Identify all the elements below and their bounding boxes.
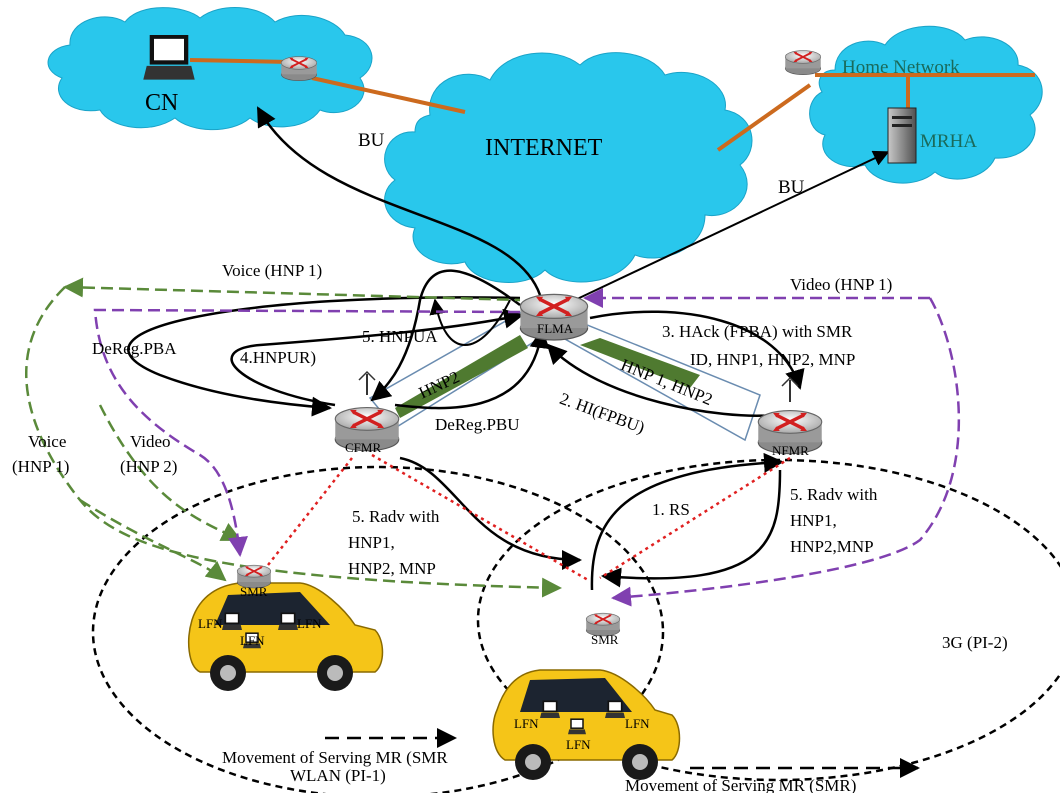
internet-home-router-link [716,83,812,152]
video-left-label-1: Video [130,432,171,451]
video-hnp1-top [611,297,961,607]
hnpur-label: 4.HNPUR) [240,348,316,367]
hack-arrow [589,310,805,390]
flma-label: FLMA [537,321,574,336]
voice-left-label-1: Voice [28,432,66,451]
radv-right-label-1: 5. Radv with [790,485,878,504]
dereg-pbu-label: DeReg.PBU [435,415,520,434]
lfn-label: LFN [240,633,265,648]
smr-right-label: SMR [591,632,619,647]
home-network-cloud [809,25,1043,184]
movement-left-label: Movement of Serving MR (SMR [222,748,448,767]
movement-right-label: Movement of Serving MR (SMR) [625,776,856,793]
hnpua-arrow [370,269,521,402]
radv-right-arrow [601,469,782,588]
cn-router-link [189,58,291,64]
cn-cloud [47,7,373,131]
cfmr-smr-left-radio [267,457,353,566]
cn-laptop [143,37,194,80]
voice-hnp1-left [25,286,562,598]
dereg-pbu-arrow [394,328,550,410]
rs-label: 1. RS [652,500,690,519]
nfmr-smr-right-radio [599,456,791,580]
radv-left-label-3: HNP2, MNP [348,559,436,578]
internet-cloud [384,52,753,283]
hi-fpbu-arrow [546,343,776,417]
lfn-label: LFN [514,716,539,731]
dereg-pba-arrow [127,296,521,417]
lfn-label: LFN [566,737,591,752]
voice-flows [25,277,562,598]
video-left-label-2: (HNP 2) [120,457,177,476]
voice-left-label-2: (HNP 1) [12,457,69,476]
home-network-label: Home Network [842,57,960,78]
video-hnp2-left [93,308,521,557]
hack-label-2: ID, HNP1, HNP2, MNP [690,350,855,369]
hnpua-label: 5. HNPUA [362,327,438,346]
voice-top-label: Voice (HNP 1) [222,261,322,280]
internet-label: INTERNET [485,135,603,161]
home-router [784,49,822,77]
rs-arrow [590,452,784,591]
cn-router-internet-link [311,76,466,114]
video-flows [93,288,961,607]
lfn-label: LFN [625,716,650,731]
radio-links [267,453,791,582]
voice-to-smr [79,498,227,582]
smr-left-label: SMR [240,584,268,599]
cfmr-router [335,370,398,451]
radv-left-arrow [399,456,582,570]
internet-loop-arrow [429,298,511,346]
bu-right-label: BU [778,177,805,198]
mrha-label: MRHA [920,131,977,152]
lfn-label: LFN [297,616,322,631]
signaling-arrows [127,106,920,778]
video-top-label: Video (HNP 1) [790,275,892,294]
wlan-zone [91,465,665,793]
nfmr-label: NFMR [772,443,809,458]
cfmr-label: CFMR [345,440,381,455]
voice-hnp1-top [63,277,521,302]
lfn-label: LFN [198,616,223,631]
3g-zone-label: 3G (PI-2) [942,633,1008,652]
bu-left-label: BU [358,130,385,151]
cn-router [280,55,318,83]
dereg-pba-label: DeReg.PBA [92,339,177,358]
wlan-zone-label: WLAN (PI-1) [290,766,386,785]
car-left [187,564,384,691]
wired-links [189,58,1035,152]
car-right [492,612,681,780]
bu-right-arrow [574,150,890,301]
radv-left-label-1: 5. Radv with [352,507,440,526]
hack-label-1: 3. HAck (FPBA) with SMR [662,322,853,341]
hnpur-arrow [230,308,524,407]
cn-label: CN [145,90,178,116]
radv-right-label-3: HNP2,MNP [790,537,874,556]
nfmr-router [758,376,821,454]
radv-right-label-2: HNP1, [790,511,837,530]
voice-tunnel-return [98,404,242,542]
mrha-server [887,107,917,164]
radv-left-label-2: HNP1, [348,533,395,552]
bu-left-arrow [256,106,542,296]
hi-fpbu-label: 2. HI(FPBU) [557,389,647,437]
